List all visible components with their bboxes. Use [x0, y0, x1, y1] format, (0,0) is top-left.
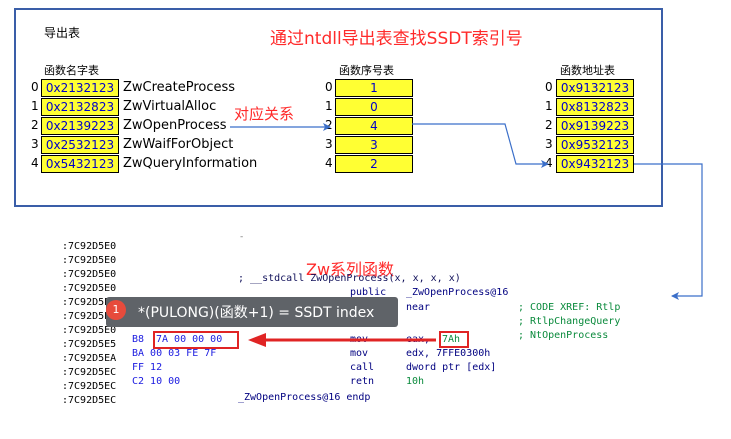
- export-table-panel: [14, 8, 663, 207]
- arrow-ordinal-to-address: [412, 123, 549, 168]
- ordinal-table-header: 函数序号表: [339, 64, 394, 77]
- name-address-cell: 0x2132823: [41, 98, 119, 116]
- address-value-cell: 0x8132823: [556, 98, 634, 116]
- name-index: 1: [31, 99, 39, 113]
- ordinal-index: 0: [325, 80, 333, 94]
- relation-label: 对应关系: [234, 105, 295, 123]
- disasm-address: :7C92D5E0: [62, 241, 117, 252]
- disasm-address: :7C92D5EC: [62, 395, 117, 406]
- disasm-address: :7C92D5EA: [62, 353, 117, 364]
- proc-near: near: [406, 302, 431, 313]
- bytes-b8: B8: [132, 334, 145, 345]
- bytes-7a: 7A 00 00 00: [156, 334, 223, 345]
- ordinal-value-cell: 0: [335, 98, 413, 116]
- address-value-cell: 0x9432123: [556, 155, 634, 173]
- public-name: _ZwOpenProcess@16: [406, 287, 509, 298]
- bytes-c2: C2 10 00: [132, 376, 181, 387]
- disasm-address: :7C92D5E0: [62, 311, 117, 322]
- arrow-index-to-bytes-head: [248, 333, 266, 347]
- disasm-address: :7C92D5E0: [62, 297, 117, 308]
- function-name: ZwWaifForObject: [123, 137, 234, 152]
- arrow-address-to-code: [634, 163, 703, 300]
- name-address-cell: 0x2132123: [41, 79, 119, 97]
- ordinal-value-cell: 3: [335, 136, 413, 154]
- operand-10h: 10h: [406, 376, 425, 387]
- xref-comment-2: ; RtlpChangeQuery: [518, 316, 621, 327]
- address-index: 2: [545, 118, 553, 132]
- name-address-cell: 0x2532123: [41, 136, 119, 154]
- name-index: 3: [31, 137, 39, 151]
- tooltip: [106, 297, 398, 327]
- ordinal-value-cell: 1: [335, 79, 413, 97]
- bytes-highlight-box: [153, 331, 239, 349]
- address-index: 1: [545, 99, 553, 113]
- function-name: ZwVirtualAlloc: [123, 99, 217, 114]
- disasm-address: :7C92D5EC: [62, 381, 117, 392]
- zw-functions-title: Zw系列函数: [306, 260, 395, 279]
- mnemonic-call: call: [350, 362, 375, 373]
- operand-edx: edx, 7FFE0300h: [406, 348, 491, 359]
- bytes-ba: BA 00 03 FE 7F: [132, 348, 217, 359]
- disasm-comment: ; __stdcall ZwOpenProcess(x, x, x, x): [238, 273, 461, 284]
- dash-mark: -: [240, 232, 244, 242]
- public-keyword: public: [350, 287, 387, 298]
- xref-comment-3: ; NtOpenProcess: [518, 330, 609, 341]
- ordinal-value-cell: 2: [335, 155, 413, 173]
- ordinal-index: 1: [325, 99, 333, 113]
- disasm-address: :7C92D5E0: [62, 269, 117, 280]
- disasm-address: :7C92D5E5: [62, 339, 117, 350]
- disasm-address: :7C92D5EC: [62, 367, 117, 378]
- disasm-address: :7C92D5E0: [62, 325, 117, 336]
- tooltip-text: *(PULONG)(函数+1) = SSDT index: [138, 305, 375, 321]
- address-value-cell: 0x9139223: [556, 117, 634, 135]
- bytes-ff12: FF 12: [132, 362, 163, 373]
- mnemonic-mov-2: mov: [350, 348, 369, 359]
- address-index: 0: [545, 80, 553, 94]
- function-name: ZwOpenProcess: [123, 118, 227, 133]
- name-index: 2: [31, 118, 39, 132]
- address-value-cell: 0x9532123: [556, 136, 634, 154]
- name-address-cell: 0x2139223: [41, 117, 119, 135]
- index-highlight-box: [439, 331, 469, 348]
- function-name: ZwQueryInformation: [123, 156, 258, 171]
- panel-heading: 通过ntdll导出表查找SSDT索引号: [270, 29, 523, 49]
- address-value-cell: 0x9132123: [556, 79, 634, 97]
- name-index: 4: [31, 156, 39, 170]
- operand-7ah: 7Ah: [442, 334, 461, 345]
- address-index: 3: [545, 137, 553, 151]
- name-address-cell: 0x5432123: [41, 155, 119, 173]
- address-table-header: 函数地址表: [560, 64, 615, 77]
- tooltip-badge: 1: [106, 300, 126, 320]
- disasm-address: :7C92D5E0: [62, 283, 117, 294]
- ordinal-index: 3: [325, 137, 333, 151]
- ordinal-index: 4: [325, 156, 333, 170]
- name-index: 0: [31, 80, 39, 94]
- name-table-header: 函数名字表: [44, 64, 99, 77]
- panel-title: 导出表: [44, 26, 81, 40]
- xref-comment-1: ; CODE XREF: Rtlp: [518, 302, 621, 313]
- function-name: ZwCreateProcess: [123, 80, 236, 95]
- endp-line: _ZwOpenProcess@16 endp: [238, 392, 371, 403]
- disasm-address: :7C92D5E0: [62, 255, 117, 266]
- operand-dword: dword ptr [edx]: [406, 362, 497, 373]
- ordinal-value-cell: 4: [335, 117, 413, 135]
- mnemonic-retn: retn: [350, 376, 375, 387]
